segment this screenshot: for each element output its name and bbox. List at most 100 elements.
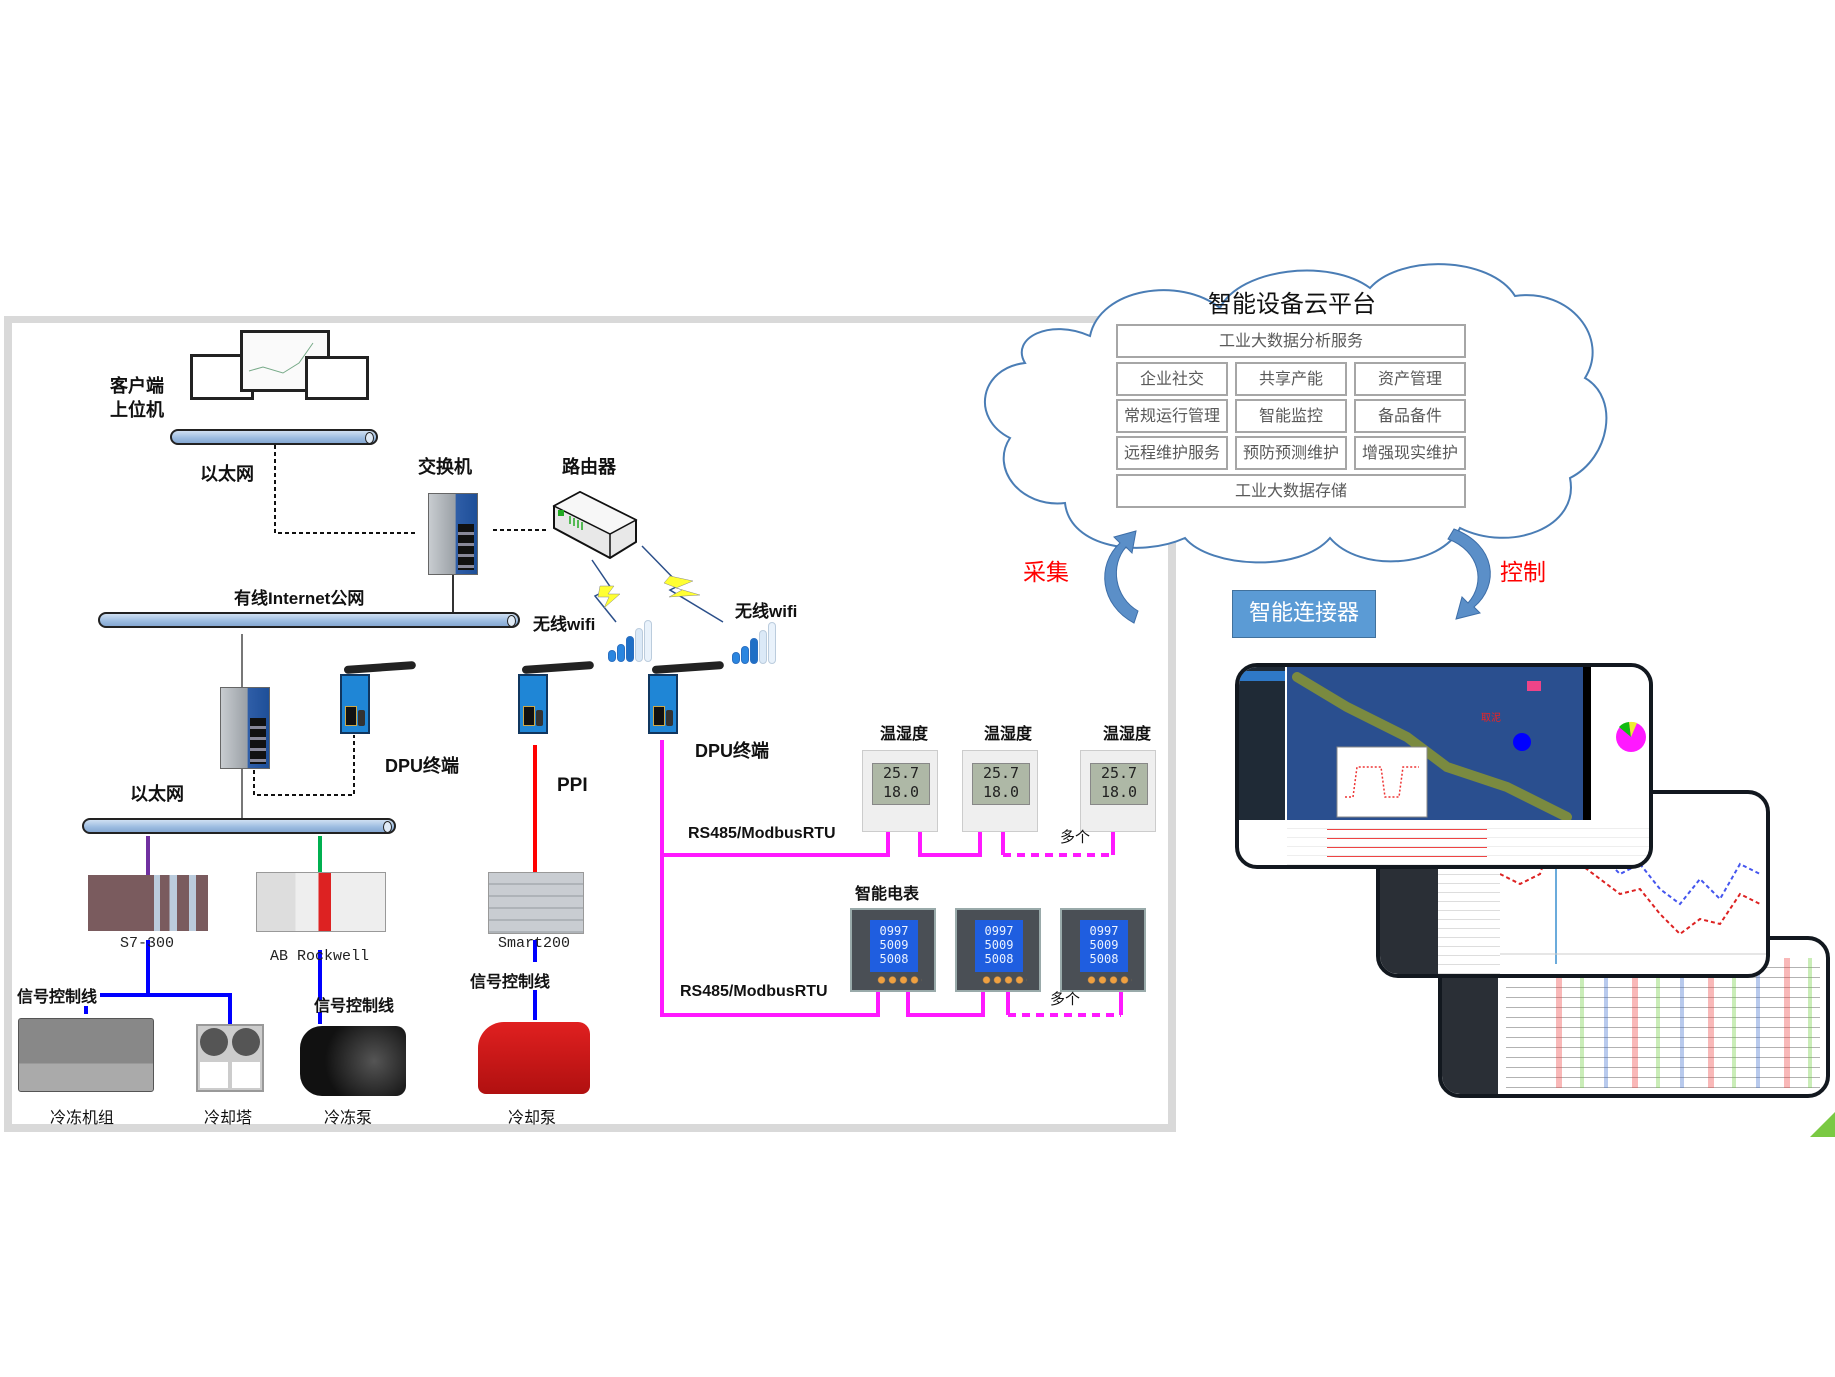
multiple-label: 多个 bbox=[1050, 990, 1081, 1008]
meter-value: 5008 bbox=[879, 952, 909, 966]
cloud-title: 智能设备云平台 bbox=[1208, 290, 1376, 318]
temperature-reading: 25.7 bbox=[1100, 764, 1138, 782]
cloud-service-item: 远程维护服务 bbox=[1116, 436, 1228, 470]
wifi-signal-icon bbox=[732, 620, 778, 664]
router-label: 路由器 bbox=[562, 457, 616, 478]
cloud-service-item: 增强现实维护 bbox=[1354, 436, 1466, 470]
humidity-reading: 18.0 bbox=[1100, 783, 1138, 801]
meter-label: 智能电表 bbox=[855, 884, 920, 903]
dotted-link-switch2-dpu bbox=[253, 735, 355, 796]
ab-rockwell-plc-image bbox=[256, 872, 386, 932]
scada-screenshot: 取泥 bbox=[1235, 663, 1653, 869]
cloud-service-item: 资产管理 bbox=[1354, 362, 1466, 396]
monitor-icon bbox=[305, 356, 369, 400]
plc-label-ab-rockwell: AB Rockwell bbox=[270, 948, 370, 965]
meter-value: 5009 bbox=[984, 938, 1014, 952]
meter-value: 5009 bbox=[1089, 938, 1119, 952]
rs485-label-meter: RS485/ModbusRTU bbox=[680, 983, 828, 1000]
temperature-reading: 25.7 bbox=[982, 764, 1020, 782]
control-label: 控制 bbox=[1500, 560, 1546, 586]
rs485-bus-main bbox=[660, 740, 880, 1017]
router-icon bbox=[552, 490, 638, 560]
s7-300-plc-image bbox=[88, 875, 208, 931]
signal-line-s7300 bbox=[146, 940, 232, 1028]
chiller-unit-image bbox=[18, 1018, 154, 1092]
plc-label-smart200: Smart200 bbox=[498, 935, 571, 952]
collect-label: 采集 bbox=[1023, 560, 1069, 586]
cloud-service-item: 共享产能 bbox=[1235, 362, 1347, 396]
thermo-label: 温湿度 bbox=[880, 724, 929, 743]
smart-connector-box: 智能连接器 bbox=[1232, 590, 1376, 638]
multiple-label: 多个 bbox=[1060, 828, 1091, 846]
humidity-reading: 18.0 bbox=[882, 783, 920, 801]
cloud-service-item: 企业社交 bbox=[1116, 362, 1228, 396]
dotted-link-client-switch bbox=[274, 445, 415, 534]
plc-label-s7-300: S7-300 bbox=[120, 935, 175, 952]
equipment-label-chilled-pump: 冷冻泵 bbox=[324, 1108, 373, 1127]
scada-event-table bbox=[1287, 820, 1649, 865]
switch-icon bbox=[421, 493, 485, 575]
chilled-water-pump-image bbox=[300, 1026, 406, 1096]
decorative-corner-triangle bbox=[1810, 1112, 1835, 1137]
smart200-plc-image bbox=[488, 872, 584, 934]
signal-line-label: 信号控制线 bbox=[470, 972, 551, 991]
dpu-terminal-icon bbox=[340, 660, 417, 734]
control-arrow-icon bbox=[1447, 528, 1491, 620]
equipment-label-cooling-pump: 冷却泵 bbox=[508, 1108, 557, 1127]
dpu-terminal-icon bbox=[648, 660, 725, 734]
cloud-service-item: 智能监控 bbox=[1235, 399, 1347, 433]
signal-line-label: 信号控制线 bbox=[314, 996, 395, 1015]
client-label-line2: 上位机 bbox=[110, 400, 164, 421]
cloud-service-item: 常规运行管理 bbox=[1116, 399, 1228, 433]
wifi-signal-icon bbox=[608, 618, 654, 662]
wifi-label-right: 无线wifi bbox=[735, 602, 798, 621]
ethernet-label-top: 以太网 bbox=[200, 464, 254, 485]
signal-line-label: 信号控制线 bbox=[17, 987, 98, 1006]
rs485-bus-meter bbox=[906, 990, 985, 1017]
equipment-label-cooling-tower: 冷却塔 bbox=[204, 1108, 253, 1127]
ethernet-pipe-top bbox=[170, 429, 378, 445]
scada-sidebar bbox=[1239, 667, 1285, 820]
cloud-service-item: 备品备件 bbox=[1354, 399, 1466, 433]
cooling-tower-image bbox=[196, 1024, 264, 1092]
thermo-label: 温湿度 bbox=[1103, 724, 1152, 743]
wired-internet-label: 有线Internet公网 bbox=[234, 589, 365, 608]
equipment-label-chiller: 冷冻机组 bbox=[50, 1108, 115, 1127]
meter-value: 0997 bbox=[879, 924, 909, 938]
temperature-reading: 25.7 bbox=[882, 764, 920, 782]
dpu-terminal-icon bbox=[518, 660, 595, 734]
ethernet-label-bottom: 以太网 bbox=[130, 784, 184, 805]
scada-main-view: 取泥 bbox=[1287, 667, 1583, 822]
rs485-label-thermo: RS485/ModbusRTU bbox=[688, 825, 836, 842]
client-monitors-image bbox=[190, 330, 370, 408]
scada-right-panel bbox=[1591, 667, 1649, 820]
thermo-label: 温湿度 bbox=[984, 724, 1033, 743]
panel-edge bbox=[1168, 645, 1176, 1132]
dpu-label-right: DPU终端 bbox=[695, 741, 770, 761]
humidity-reading: 18.0 bbox=[982, 783, 1020, 801]
cloud-service-item: 预防预测维护 bbox=[1235, 436, 1347, 470]
wifi-label-left: 无线wifi bbox=[533, 615, 596, 634]
collect-arrow-icon bbox=[1104, 530, 1139, 624]
ppi-label: PPI bbox=[557, 775, 588, 796]
meter-value: 5009 bbox=[879, 938, 909, 952]
client-label-line1: 客户端 bbox=[110, 376, 164, 397]
meter-value: 5008 bbox=[1089, 952, 1119, 966]
cloud-box-storage: 工业大数据存储 bbox=[1116, 474, 1466, 508]
cloud-box-analytics: 工业大数据分析服务 bbox=[1116, 324, 1466, 358]
meter-value: 5008 bbox=[984, 952, 1014, 966]
switch-icon bbox=[213, 687, 277, 769]
meter-value: 0997 bbox=[984, 924, 1014, 938]
dpu-label-left: DPU终端 bbox=[385, 756, 460, 776]
meter-value: 0997 bbox=[1089, 924, 1119, 938]
switch-label: 交换机 bbox=[418, 457, 472, 478]
ethernet-pipe-bottom bbox=[82, 818, 396, 834]
internet-pipe bbox=[98, 612, 520, 628]
